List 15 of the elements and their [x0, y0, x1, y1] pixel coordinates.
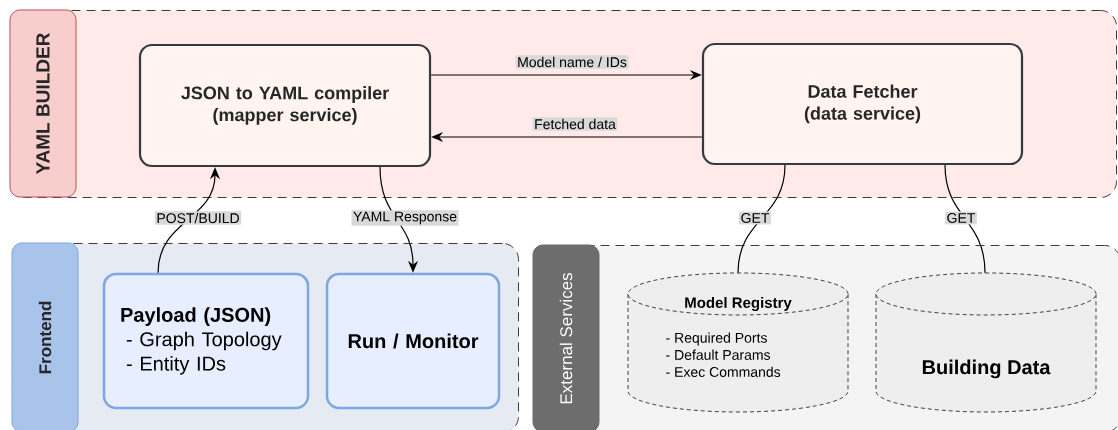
edge-label: GET: [739, 211, 771, 225]
database-cylinder: Building Data: [875, 272, 1097, 413]
edge-label: POST/BUILD: [154, 211, 242, 225]
database-cylinder: Model Registry - Required Ports - Default Params - Exec Commands: [627, 272, 849, 413]
process-box: JSON to YAML compiler (mapper service): [138, 43, 432, 168]
process-box: Run / Monitor: [325, 272, 501, 410]
side-tab: Frontend: [11, 242, 79, 430]
process-box: Data Fetcher (data service): [701, 42, 1024, 166]
side-tab: YAML BUILDER: [9, 9, 77, 198]
process-box: Payload (JSON) - Graph Topology - Entity IDs: [102, 272, 310, 410]
edge-label: Model name / IDs: [515, 55, 629, 69]
edge-label: Fetched data: [532, 117, 618, 131]
edge-label: GET: [945, 211, 977, 225]
edge-label: YAML Response: [351, 210, 459, 226]
side-tab: External Services: [532, 244, 600, 430]
